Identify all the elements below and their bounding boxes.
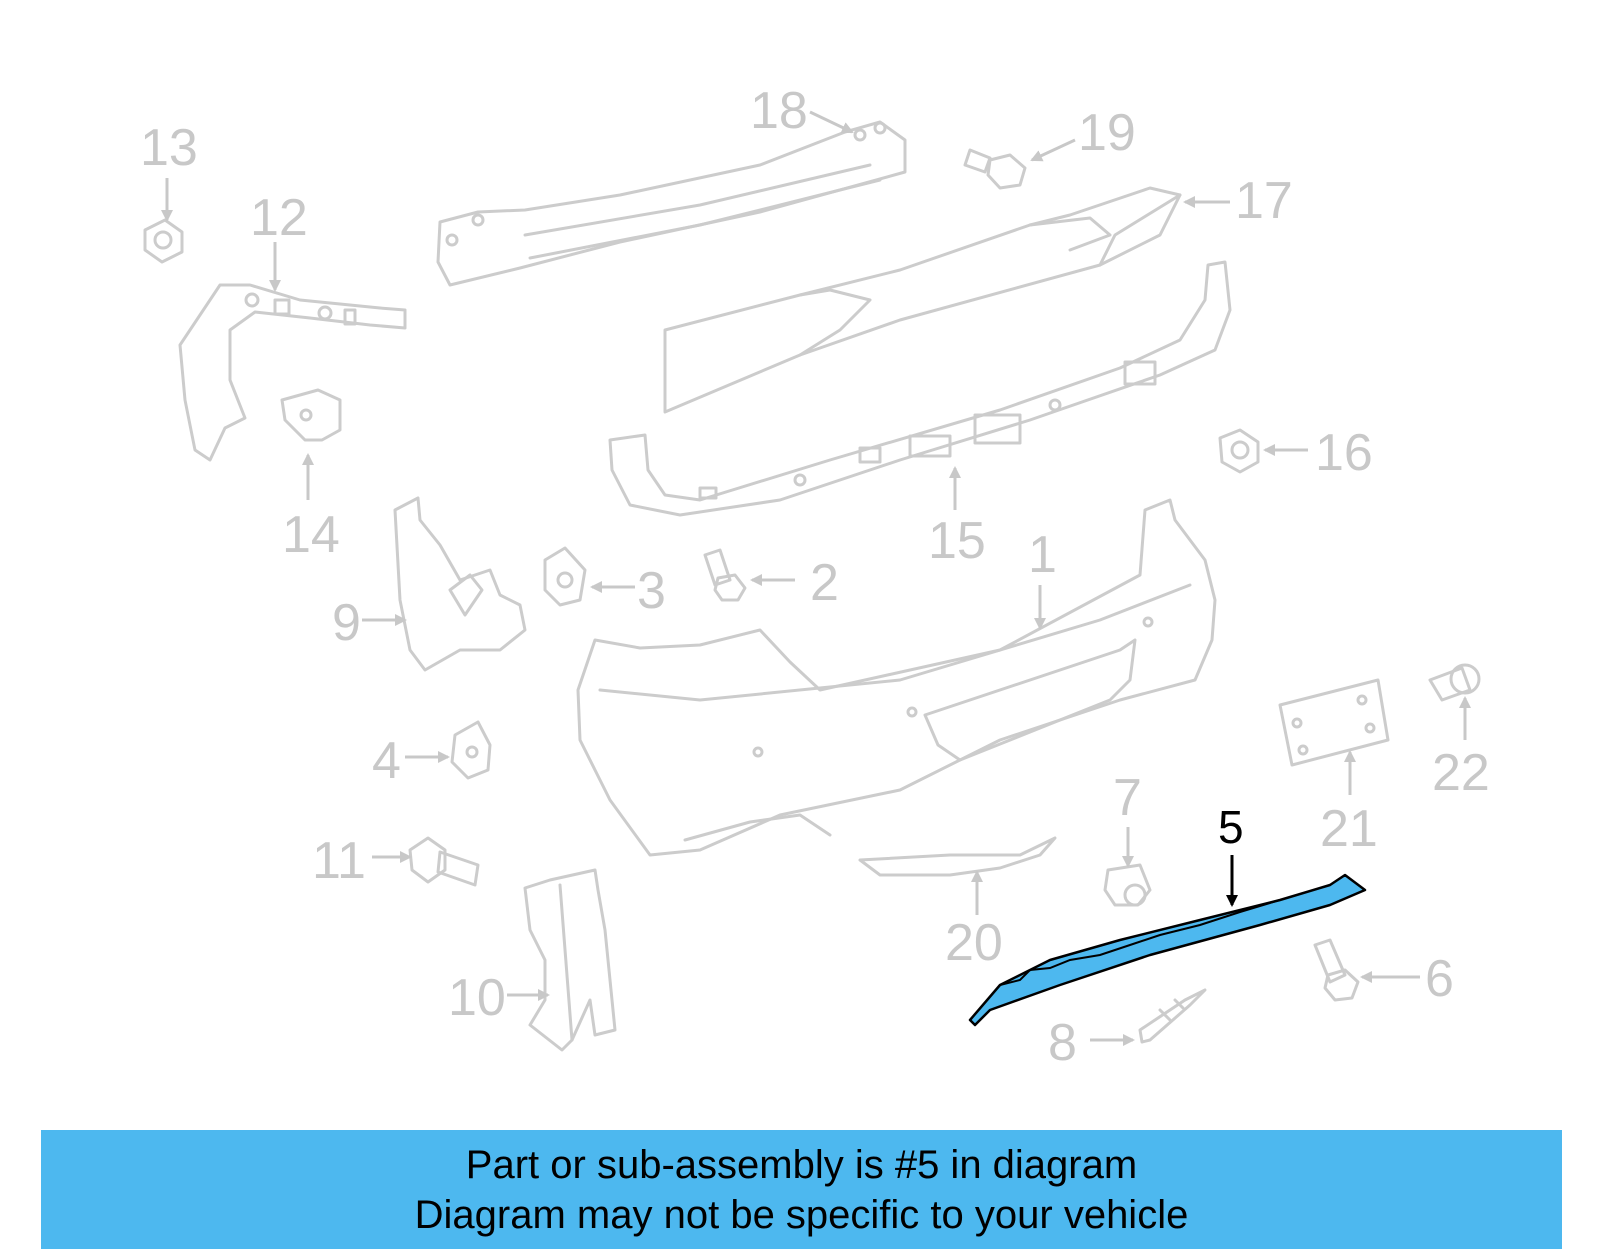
- callout-12: 12: [250, 189, 308, 247]
- callout-13: 13: [140, 119, 198, 177]
- part-14-clip: [280, 388, 342, 442]
- part-13-nut: [143, 218, 184, 264]
- callout-7: 7: [1113, 769, 1142, 827]
- parts-diagram: 1 2 3 4 5 6 7 8 9 10 11 12 13 14 15 16 1…: [140, 82, 1490, 1072]
- part-3-bracket: [543, 546, 587, 607]
- part-1-bumper-cover: [576, 498, 1217, 857]
- callout-18: 18: [750, 82, 808, 140]
- part-16-nut: [1218, 428, 1260, 474]
- callout-21: 21: [1320, 800, 1378, 858]
- callout-20: 20: [945, 914, 1003, 972]
- callout-10: 10: [448, 969, 506, 1027]
- callout-22: 22: [1432, 744, 1490, 802]
- part-11-screw: [408, 836, 480, 887]
- part-10-support: [523, 868, 617, 1052]
- part-4-bracket: [450, 720, 492, 780]
- callout-arrows: [161, 110, 1471, 1046]
- callout-11: 11: [312, 832, 366, 890]
- part-12-side-bracket: [178, 283, 407, 462]
- part-21-plate-bracket: [1278, 678, 1390, 767]
- banner-part-note: Part or sub-assembly is #5 in diagram: [465, 1143, 1138, 1187]
- callout-2: 2: [810, 554, 839, 612]
- callout-4: 4: [372, 732, 401, 790]
- callout-5: 5: [1218, 801, 1244, 853]
- callout-8: 8: [1048, 1014, 1077, 1072]
- part-17-energy-absorber: [663, 186, 1182, 414]
- part-2-bolt: [703, 548, 747, 602]
- callout-3: 3: [637, 562, 666, 620]
- callout-1: 1: [1028, 526, 1057, 584]
- callout-17: 17: [1235, 172, 1293, 230]
- callout-9: 9: [332, 594, 361, 652]
- part-20-trim: [858, 836, 1057, 877]
- callout-19: 19: [1078, 104, 1136, 162]
- part-9-mud-flap: [393, 496, 527, 672]
- part-5-lower-valance: [968, 873, 1367, 1027]
- banner-vehicle-disclaimer: Diagram may not be specific to your vehi…: [414, 1193, 1189, 1237]
- info-banner: Part or sub-assembly is #5 in diagram Di…: [41, 1130, 1562, 1249]
- part-15-bracket: [608, 260, 1232, 517]
- callout-15: 15: [928, 512, 986, 570]
- callout-14: 14: [282, 506, 340, 564]
- callout-6: 6: [1425, 950, 1454, 1008]
- part-7-grommet: [1103, 863, 1152, 907]
- part-18-reinforcement: [436, 120, 907, 287]
- callout-labels: 1 2 3 4 5 6 7 8 9 10 11 12 13 14 15 16 1…: [140, 82, 1490, 1072]
- callout-16: 16: [1315, 424, 1373, 482]
- part-19-bolt: [963, 148, 1027, 190]
- part-22-sensor: [1428, 663, 1481, 702]
- part-6-bolt: [1313, 938, 1360, 1002]
- part-8-clip: [1138, 988, 1207, 1044]
